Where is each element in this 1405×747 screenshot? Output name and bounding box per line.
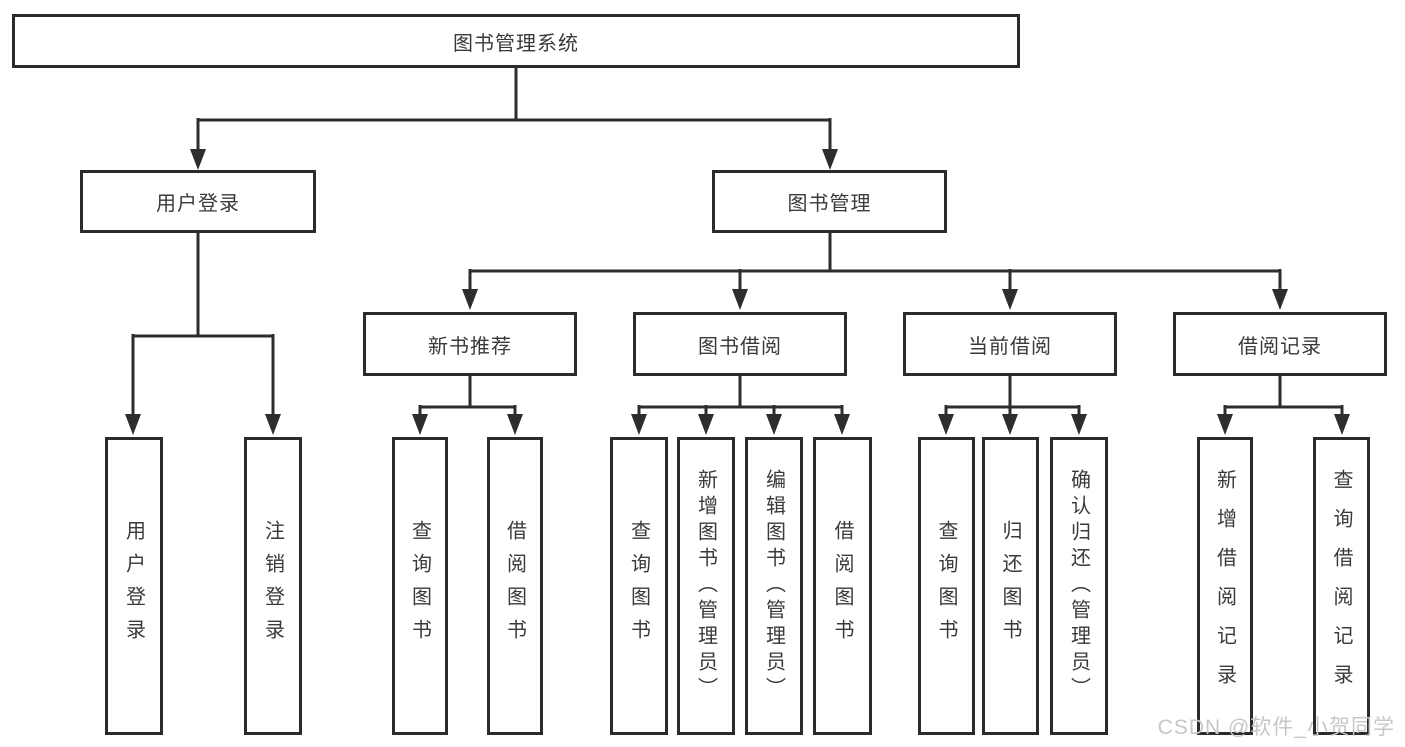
connector-book-borrow-split (637, 376, 844, 417)
node-leaf-add-books-admin: 新增图书（管理员） (677, 437, 735, 735)
node-borrowing-records: 借阅记录 (1173, 312, 1387, 376)
node-leaf-query-books-current-label: 查询图书 (935, 520, 957, 652)
node-library-system-label: 图书管理系统 (453, 32, 579, 55)
node-leaf-query-books-recommend: 查询图书 (392, 437, 448, 735)
node-leaf-return-books: 归还图书 (982, 437, 1039, 735)
node-leaf-query-books-current: 查询图书 (918, 437, 975, 735)
node-book-management-label: 图书管理 (787, 193, 872, 215)
node-new-book-recommendation-label: 新书推荐 (428, 335, 512, 358)
node-leaf-borrow-books-recommend: 借阅图书 (487, 437, 543, 735)
node-library-system: 图书管理系统 (12, 14, 1020, 68)
connector-root-to-level2 (196, 68, 832, 152)
node-book-management: 图书管理 (712, 170, 947, 233)
node-leaf-borrow-books: 借阅图书 (813, 437, 872, 735)
arrowheads (125, 149, 1350, 435)
node-leaf-borrow-books-recommend-label: 借阅图书 (503, 520, 526, 652)
connector-user-login-to-leaves (131, 233, 275, 416)
node-leaf-query-books-borrowing-label: 查询图书 (627, 520, 650, 652)
node-leaf-query-borrow-record-label: 查询借阅记录 (1330, 469, 1352, 703)
node-leaf-query-borrow-record: 查询借阅记录 (1313, 437, 1370, 735)
node-leaf-user-login: 用户登录 (105, 437, 163, 735)
node-leaf-confirm-return-admin-label: 确认归还（管理员） (1067, 469, 1090, 703)
node-borrowing-records-label: 借阅记录 (1238, 335, 1322, 358)
node-leaf-borrow-books-label: 借阅图书 (831, 520, 853, 652)
node-current-borrowing: 当前借阅 (903, 312, 1117, 376)
connector-book-mgmt-to-level3 (468, 233, 1282, 292)
node-leaf-query-books-recommend-label: 查询图书 (408, 520, 431, 652)
node-user-login-label: 用户登录 (156, 193, 240, 215)
csdn-watermark: CSDN @软件_小贺同学 (1157, 716, 1395, 739)
node-leaf-add-borrow-record: 新增借阅记录 (1197, 437, 1253, 735)
node-leaf-edit-books-admin-label: 编辑图书（管理员） (762, 469, 785, 703)
node-new-book-recommendation: 新书推荐 (363, 312, 577, 376)
connector-records-split (1223, 376, 1344, 417)
node-leaf-add-books-admin-label: 新增图书（管理员） (694, 469, 717, 703)
node-book-borrowing: 图书借阅 (633, 312, 847, 376)
connector-current-borrow-split (944, 376, 1081, 417)
node-leaf-query-books-borrowing: 查询图书 (610, 437, 668, 735)
node-leaf-edit-books-admin: 编辑图书（管理员） (745, 437, 803, 735)
node-book-borrowing-label: 图书借阅 (698, 335, 782, 358)
node-current-borrowing-label: 当前借阅 (968, 335, 1052, 358)
node-leaf-confirm-return-admin: 确认归还（管理员） (1050, 437, 1108, 735)
node-leaf-add-borrow-record-label: 新增借阅记录 (1213, 469, 1236, 703)
node-leaf-logout: 注销登录 (244, 437, 302, 735)
connector-new-book-split (418, 376, 517, 417)
node-leaf-logout-label: 注销登录 (261, 520, 284, 652)
node-leaf-user-login-label: 用户登录 (122, 520, 145, 652)
node-leaf-return-books-label: 归还图书 (999, 520, 1021, 652)
node-user-login: 用户登录 (80, 170, 316, 233)
